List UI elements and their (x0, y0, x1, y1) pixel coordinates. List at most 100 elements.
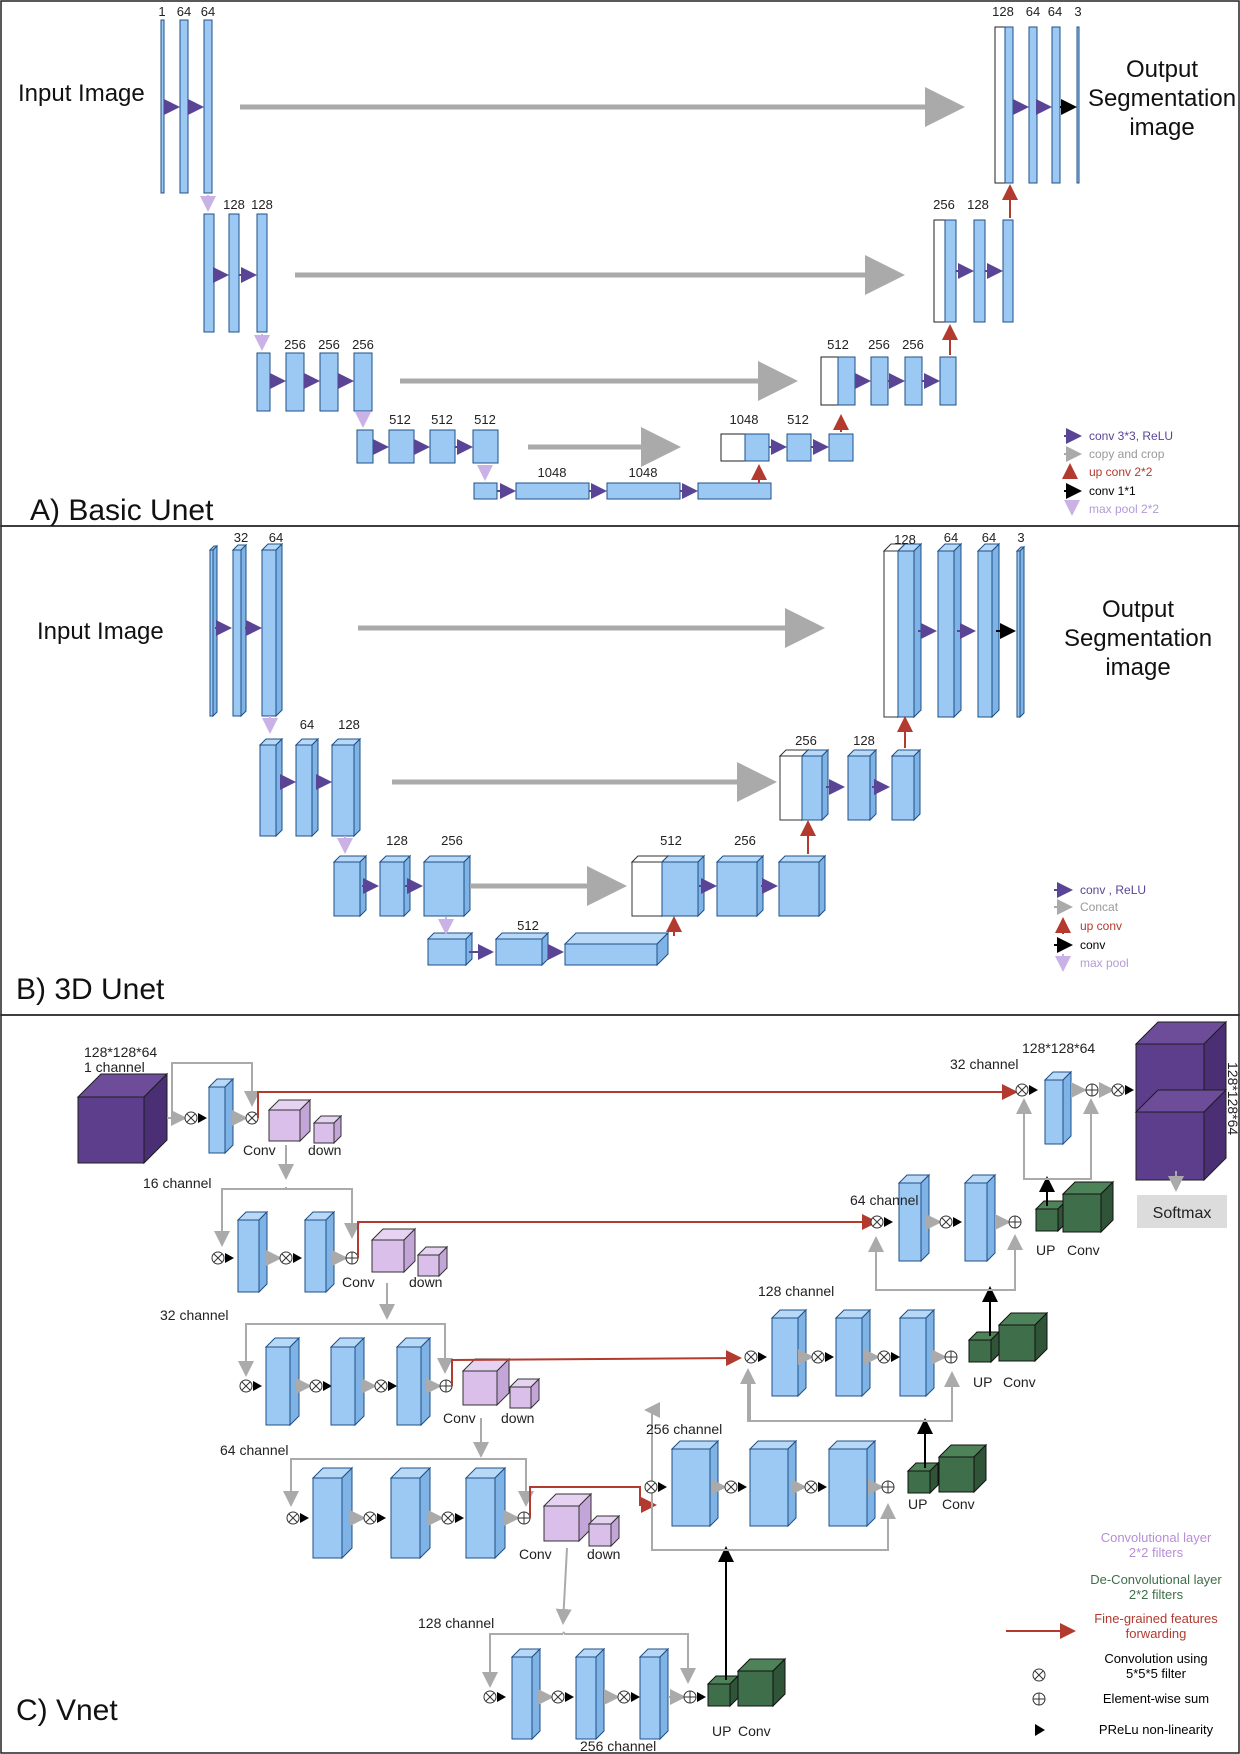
c-conv-op (617, 1690, 631, 1704)
c-conv-op (870, 1215, 884, 1229)
c-down-label: down (308, 1142, 341, 1158)
a-l4-map-4 (472, 429, 499, 464)
a-bottom-map-3 (606, 482, 681, 500)
c-skip-line (481, 1458, 534, 1507)
panel-c-legend: Convolutional layer 2*2 filters De-Convo… (1006, 1530, 1222, 1737)
a-u2-crop-map (933, 219, 946, 323)
c-conv-op (804, 1480, 818, 1494)
panel-b-3d-unet: B) 3D Unet Input Image Output Segmentati… (16, 530, 1212, 1006)
panel-a-output-label-3: image (1129, 114, 1194, 141)
c-conv-label: Conv (1003, 1374, 1036, 1390)
c-l2-map-2 (303, 1210, 336, 1294)
oplus-icon (1032, 1692, 1046, 1706)
a-u3-map-2 (870, 356, 889, 406)
a-l4-ch-3: 512 (474, 412, 496, 427)
c-l1-map (207, 1077, 235, 1155)
c-conv-op (551, 1690, 565, 1704)
a-l2-map-2 (228, 213, 240, 333)
panel-b-title: B) 3D Unet (16, 973, 165, 1006)
legend-fine-grained-2: forwarding (1126, 1626, 1187, 1641)
a-u3-map-3 (904, 356, 923, 406)
a-u4-map-1 (744, 433, 770, 462)
a-u1-ch-1: 128 (992, 4, 1014, 19)
c-input-channel: 1 channel (84, 1059, 145, 1075)
panel-b-feature-maps (208, 542, 1026, 967)
c-d1-map (1043, 1070, 1073, 1146)
b-l1-ch-2: 64 (269, 530, 283, 545)
b-u2-map-3 (890, 748, 922, 822)
c-ch-label: 256 channel (580, 1738, 656, 1754)
a-u4-map-3 (828, 433, 854, 462)
a-l4-ch-2: 512 (431, 412, 453, 427)
a-u2-map-2 (973, 219, 986, 323)
c-sum-op (439, 1379, 453, 1393)
c-conv-op (877, 1350, 891, 1364)
c-skip-line (482, 1633, 563, 1688)
c-conv-op (483, 1690, 497, 1704)
c-down-label: down (501, 1410, 534, 1426)
c-l3-map-1 (264, 1336, 301, 1427)
c-ch-label: 16 channel (143, 1175, 212, 1191)
legend-conv-layer-2: 2*2 filters (1129, 1545, 1184, 1560)
legend-convolution-1: Convolution using (1104, 1651, 1207, 1666)
c-prelu (225, 1253, 234, 1263)
c-red-forward (451, 1350, 742, 1386)
panel-b-legend: conv , ReLU Concat up conv conv max pool (1054, 882, 1146, 972)
c-output-side-label: 128*128*64 (1225, 1062, 1240, 1135)
a-l1-map-2 (179, 19, 189, 194)
c-down-block-4 (587, 1514, 621, 1548)
c-conv-op (374, 1379, 388, 1393)
c-l5-map-3 (638, 1647, 670, 1741)
a-u1-map-1 (1004, 26, 1014, 184)
b-u3-map-2 (715, 854, 765, 918)
legend-maxpool-label: max pool 2*2 (1089, 502, 1159, 516)
c-ch-label: 128 channel (418, 1615, 494, 1631)
panel-a-title: A) Basic Unet (30, 494, 214, 527)
a-u4-ch-2: 512 (787, 412, 809, 427)
legend-conv-layer-1: Convolutional layer (1101, 1530, 1212, 1545)
a-u4-crop-map (720, 433, 746, 462)
c-prelu (565, 1692, 574, 1702)
b-u2-map-1 (800, 748, 830, 822)
c-conv-op (1111, 1083, 1125, 1097)
c-red-forward (257, 1084, 1018, 1118)
c-skip-line (990, 1234, 1023, 1291)
c-conv-block-4 (542, 1492, 593, 1543)
c-prelu (455, 1513, 464, 1523)
c-sum-op (683, 1690, 697, 1704)
c-conv-label: Conv (243, 1142, 276, 1158)
a-u3-map-1 (837, 356, 856, 406)
c-prelu (1125, 1085, 1134, 1095)
c-conv-op (441, 1511, 455, 1525)
c-skip-line (562, 1631, 696, 1684)
panel-a-legend: conv 3*3, ReLU copy and crop up conv 2*2… (1062, 428, 1173, 516)
softmax-label: Softmax (1153, 1205, 1212, 1222)
c-deconv-block-4 (1061, 1180, 1115, 1234)
a-l3-ch-3: 256 (352, 337, 374, 352)
c-prelu (953, 1217, 962, 1227)
c-l5-map-1 (510, 1647, 542, 1741)
panel-b-output-label-2: Segmentation (1064, 625, 1212, 652)
legend-copy-label: copy and crop (1089, 447, 1165, 461)
a-u2-ch-2: 128 (967, 197, 989, 212)
panel-a-input-label: Input Image (18, 80, 145, 107)
a-u3-ch-1: 512 (827, 337, 849, 352)
c-d4-map-3 (827, 1439, 877, 1528)
c-ch-label: 128 channel (758, 1283, 834, 1299)
c-output-dims: 128*128*64 (1022, 1040, 1095, 1056)
b-l3-map-2 (378, 854, 412, 918)
a-u1-crop-map (994, 26, 1006, 184)
c-prelu (758, 1352, 767, 1362)
panel-c-blocks (76, 1020, 1228, 1741)
a-u3-ch-3: 256 (902, 337, 924, 352)
legend-concat-label: Concat (1080, 900, 1119, 914)
b-u1-ch-4: 3 (1017, 530, 1024, 545)
c-d4-map-1 (670, 1439, 720, 1528)
c-skip-line (214, 1188, 286, 1247)
c-prelu (198, 1113, 207, 1123)
b-l3-ch-1: 128 (386, 833, 408, 848)
a-l2-map-3 (256, 213, 268, 333)
c-prelu (388, 1381, 397, 1391)
c-prelu (697, 1692, 706, 1702)
a-l1-ch-2: 64 (177, 4, 191, 19)
